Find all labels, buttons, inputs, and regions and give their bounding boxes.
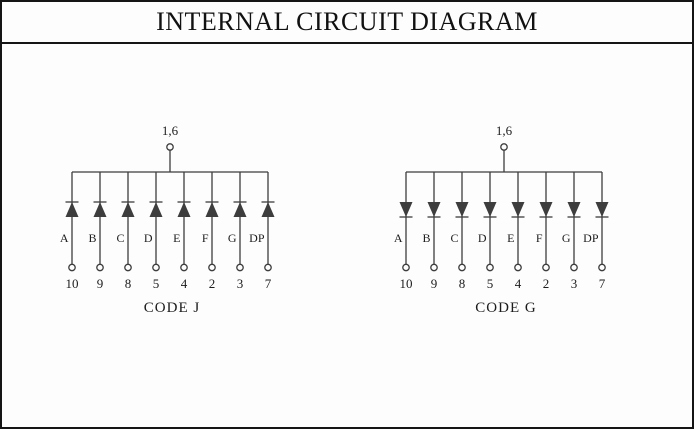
pin-number: 4 — [515, 276, 522, 291]
pin-terminal — [430, 263, 438, 272]
diode-icon — [567, 202, 581, 217]
pin-number: 8 — [459, 276, 466, 291]
pin-terminal — [124, 263, 132, 272]
pin-terminal — [402, 263, 410, 272]
pin-number: 4 — [181, 276, 188, 291]
segment-label: B — [88, 231, 96, 245]
pin-terminal — [96, 263, 104, 272]
segment-label: F — [202, 231, 209, 245]
segment-label: G — [562, 231, 571, 245]
diode-icon — [65, 202, 79, 217]
pin-terminal — [264, 263, 272, 272]
common-terminal — [500, 143, 508, 151]
segment-label: DP — [249, 231, 265, 245]
pin-number: 7 — [265, 276, 272, 291]
pin-terminal — [68, 263, 76, 272]
diode-icon — [177, 202, 191, 217]
pin-number: 10 — [400, 276, 413, 291]
diode-icon — [233, 202, 247, 217]
segment-label: DP — [583, 231, 599, 245]
diode-icon — [483, 202, 497, 217]
diode-icon — [455, 202, 469, 217]
circuit-caption: CODE J — [143, 300, 201, 316]
circuit-diagram-code-j-svg: 1,6A 10 B 9 C 8 D 5 E 4 F 2 G 3 DP 7 — [60, 123, 275, 291]
pin-number: 9 — [431, 276, 438, 291]
pin-terminal — [570, 263, 578, 272]
diode-icon — [261, 202, 275, 217]
pin-terminal — [598, 263, 606, 272]
common-pin-label: 1,6 — [162, 123, 179, 138]
pin-number: 9 — [97, 276, 104, 291]
segment-label: C — [116, 231, 124, 245]
pin-terminal — [180, 263, 188, 272]
pin-number: 5 — [153, 276, 160, 291]
diode-icon — [205, 202, 219, 217]
segment-label: B — [422, 231, 430, 245]
segment-label: D — [478, 231, 487, 245]
pin-number: 2 — [209, 276, 216, 291]
diode-icon — [121, 202, 135, 217]
pin-number: 3 — [571, 276, 578, 291]
segment-label: D — [144, 231, 153, 245]
pin-number: 8 — [125, 276, 132, 291]
diode-icon — [539, 202, 553, 217]
pin-terminal — [236, 263, 244, 272]
pin-terminal — [152, 263, 160, 272]
segment-label: A — [60, 231, 69, 245]
circuit-diagram-code-g-svg: 1,6A 10 B 9 C 8 D 5 E 4 F 2 G 3 DP 7 — [394, 123, 609, 291]
pin-number: 3 — [237, 276, 244, 291]
pin-terminal — [486, 263, 494, 272]
pin-terminal — [458, 263, 466, 272]
diode-icon — [511, 202, 525, 217]
diode-icon — [93, 202, 107, 217]
pin-number: 5 — [487, 276, 494, 291]
common-pin-label: 1,6 — [496, 123, 513, 138]
title-bar: INTERNAL CIRCUIT DIAGRAM — [2, 2, 692, 44]
pin-number: 2 — [543, 276, 550, 291]
diode-icon — [595, 202, 609, 217]
segment-label: A — [394, 231, 403, 245]
segment-label: F — [536, 231, 543, 245]
circuit-caption: CODE G — [475, 300, 537, 316]
pin-number: 10 — [66, 276, 79, 291]
segment-label: E — [507, 231, 514, 245]
diode-icon — [427, 202, 441, 217]
page-title: INTERNAL CIRCUIT DIAGRAM — [156, 7, 538, 36]
pin-terminal — [208, 263, 216, 272]
pin-terminal — [514, 263, 522, 272]
common-terminal — [166, 143, 174, 151]
segment-label: E — [173, 231, 180, 245]
diode-icon — [399, 202, 413, 217]
pin-terminal — [542, 263, 550, 272]
segment-label: C — [450, 231, 458, 245]
pin-number: 7 — [599, 276, 606, 291]
diode-icon — [149, 202, 163, 217]
segment-label: G — [228, 231, 237, 245]
